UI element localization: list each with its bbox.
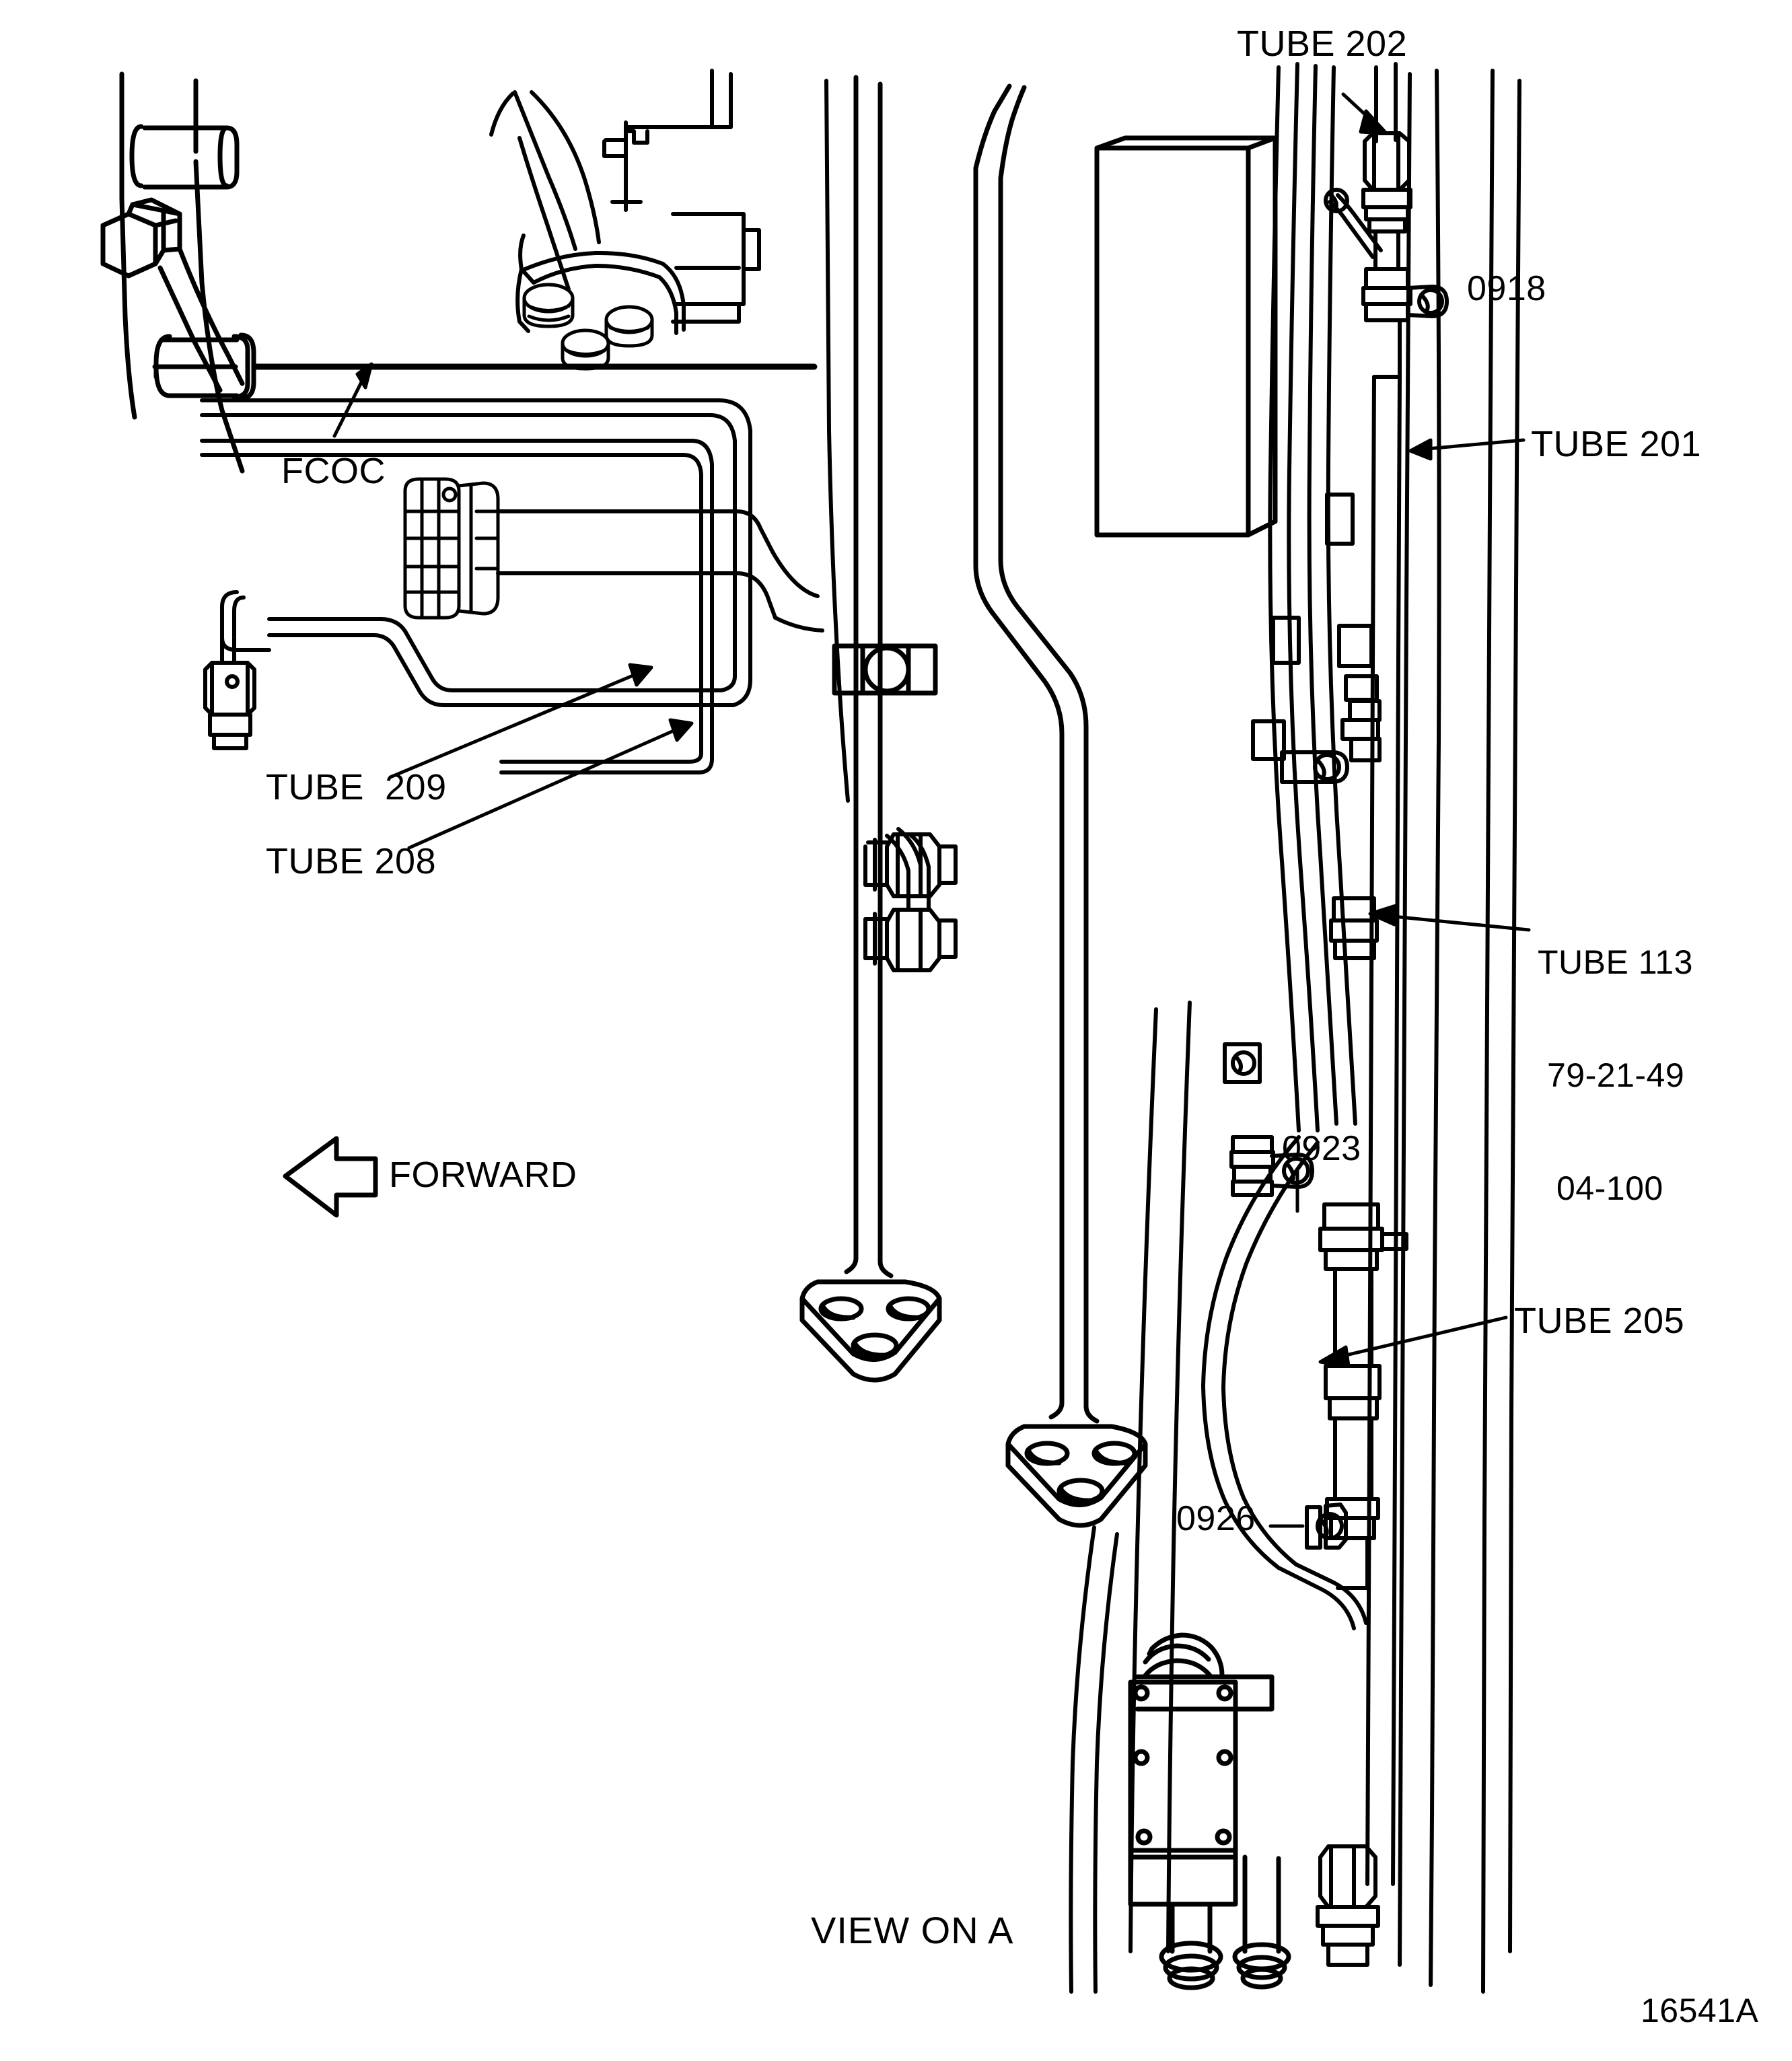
callout-tube-113-line2: 79-21-49 <box>1547 1056 1685 1094</box>
tube-205-leader <box>1318 1315 1508 1368</box>
callout-item-0923: 0923 <box>1282 1129 1361 1168</box>
figure-number: 16541A <box>1641 1992 1759 2029</box>
tube-208-leader <box>407 718 694 850</box>
callout-tube-205: TUBE 205 <box>1514 1301 1685 1341</box>
tube-113-leader <box>1368 904 1531 932</box>
callout-fcoc: FCOC <box>281 451 386 491</box>
lower-union-stack <box>1318 1202 1408 1590</box>
callout-tube-209: TUBE 209 <box>266 767 447 807</box>
lower-actuator-block <box>1128 1632 1291 1990</box>
tube-208-209-bend <box>267 617 752 774</box>
callout-item-0918: 0918 <box>1467 269 1546 308</box>
lower-structure-outline <box>1069 1525 1119 1994</box>
callout-tube-202: TUBE 202 <box>1237 24 1408 64</box>
tube-201-202-bundle <box>1361 62 1449 1886</box>
forward-label: FORWARD <box>389 1155 577 1195</box>
tube-205-loop <box>1201 1135 1368 1630</box>
vertical-strut-left <box>799 75 942 1383</box>
bracket-box <box>1094 135 1278 538</box>
tube-202-leader <box>1341 92 1388 135</box>
left-elbow-fitting <box>203 590 271 750</box>
pump-housing-assembly <box>489 69 761 371</box>
right-fuselage-structure-lines <box>824 69 1521 1994</box>
lower-hex-nut <box>1316 1844 1380 1967</box>
callout-tube-113-line3: 04-100 <box>1556 1169 1663 1207</box>
tube-209-208-horizontal-runs <box>200 398 824 635</box>
fcoc-leader <box>332 362 373 438</box>
upper-left-elbow-pipe <box>100 71 256 474</box>
view-title: VIEW ON A <box>811 1909 1014 1951</box>
forward-arrow-icon <box>283 1136 378 1218</box>
mid-union-coupling <box>1329 896 1379 960</box>
clamp-0926 <box>1305 1503 1348 1550</box>
callout-item-0926: 0926 <box>1176 1499 1256 1538</box>
tube-209-leader <box>388 663 653 779</box>
callout-tube-113-block: TUBE 113 79-21-49 04-100 <box>1538 868 1693 1282</box>
callout-tube-201: TUBE 201 <box>1531 424 1702 464</box>
callout-tube-208: TUBE 208 <box>266 841 437 881</box>
center-tube-fittings <box>863 827 958 972</box>
clamp-0923 <box>1229 1135 1314 1197</box>
tube-201-leader <box>1408 438 1526 461</box>
tube-clamps <box>1223 493 1382 1084</box>
callout-tube-113-line1: TUBE 113 <box>1538 943 1693 981</box>
vertical-strut-right <box>973 83 1148 1528</box>
